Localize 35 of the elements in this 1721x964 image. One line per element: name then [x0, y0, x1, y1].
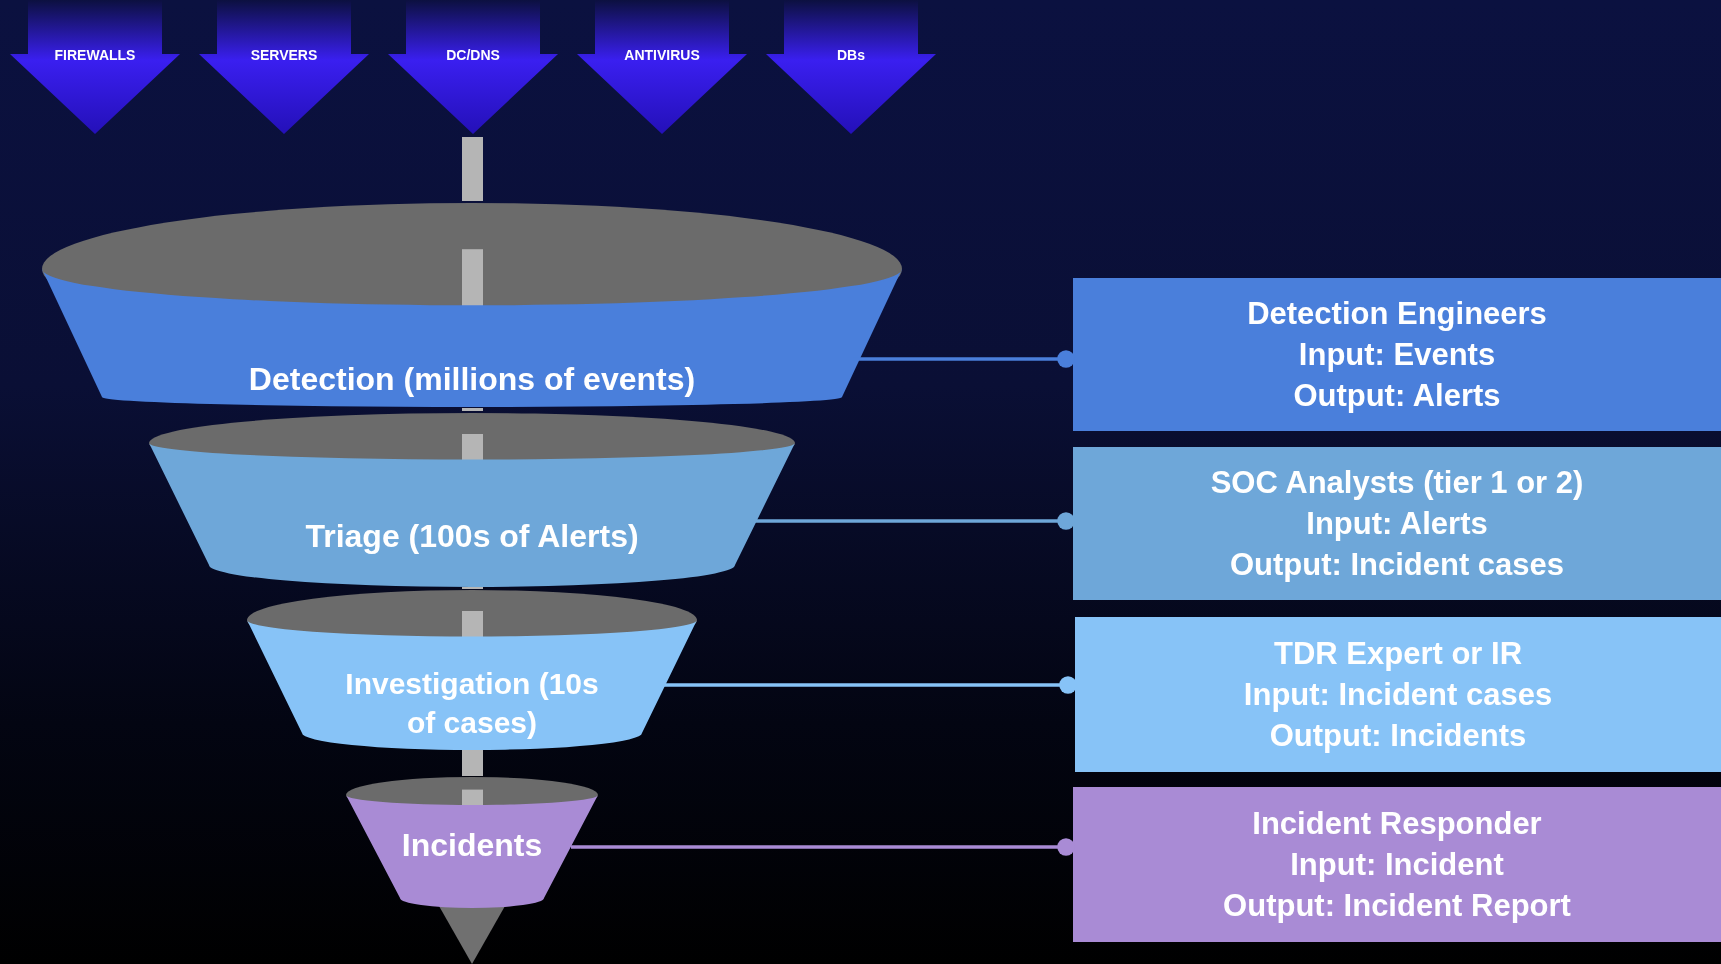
down-arrow-banner	[199, 0, 369, 134]
role-box	[1073, 278, 1721, 431]
role-title: Detection Engineers	[1247, 295, 1547, 333]
source-label: ANTIVIRUS	[623, 47, 701, 63]
stage-label: Triage (100s of Alerts)	[304, 517, 640, 557]
source-label: FIREWALLS	[53, 47, 137, 63]
stage-label: Incidents	[400, 826, 544, 866]
role-box	[1073, 447, 1721, 600]
funnel-stage	[149, 413, 795, 587]
role-detail: Output: Incident Report	[1223, 887, 1571, 925]
role-detail: Output: Incident cases	[1229, 546, 1565, 584]
role-detail: Input: Incident	[1290, 846, 1504, 884]
role-detail: Input: Incident cases	[1243, 676, 1553, 714]
down-arrow-banner	[10, 0, 180, 134]
funnel-stage	[42, 203, 902, 407]
role-detail: Input: Alerts	[1306, 505, 1488, 543]
down-arrow-banner	[766, 0, 936, 134]
source-label: SERVERS	[249, 47, 319, 63]
role-detail: Input: Events	[1298, 336, 1496, 374]
connector-line	[571, 838, 1075, 856]
connector-line	[662, 676, 1077, 694]
stage-label: Investigation (10s of cases)	[344, 666, 600, 741]
funnel-stage	[247, 590, 697, 750]
role-title: TDR Expert or IR	[1274, 635, 1522, 673]
role-detail: Output: Alerts	[1293, 377, 1501, 415]
role-detail: Output: Incidents	[1269, 717, 1527, 755]
stage-label: Detection (millions of events)	[247, 360, 697, 400]
role-box	[1073, 787, 1721, 942]
source-label: DC/DNS	[445, 47, 501, 63]
role-title: SOC Analysts (tier 1 or 2)	[1210, 464, 1584, 502]
role-box	[1075, 617, 1721, 772]
role-title: Incident Responder	[1252, 805, 1542, 843]
down-arrow-banner	[388, 0, 558, 134]
source-label: DBs	[836, 47, 866, 63]
down-arrow-banner	[577, 0, 747, 134]
